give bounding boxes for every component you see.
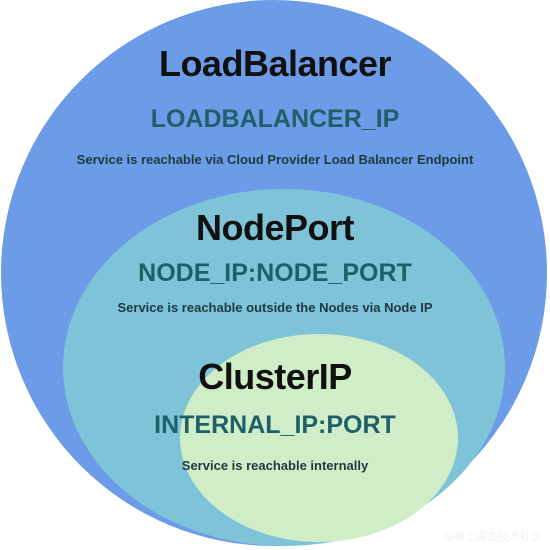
clusterip-title: ClusterIP [198, 356, 352, 397]
loadbalancer-title: LoadBalancer [158, 43, 392, 84]
nodeport-address: NODE_IP:NODE_PORT [138, 259, 412, 287]
nodeport-description: Service is reachable outside the Nodes v… [117, 300, 433, 315]
nodeport-title: NodePort [196, 207, 355, 248]
clusterip-address: INTERNAL_IP:PORT [154, 411, 396, 439]
clusterip-circle [180, 334, 458, 542]
loadbalancer-description: Service is reachable via Cloud Provider … [76, 152, 474, 167]
clusterip-description: Service is reachable internally [181, 458, 369, 473]
loadbalancer-address: LOADBALANCER_IP [150, 105, 400, 133]
watermark: @稀土掘金技术社区 [443, 530, 542, 543]
